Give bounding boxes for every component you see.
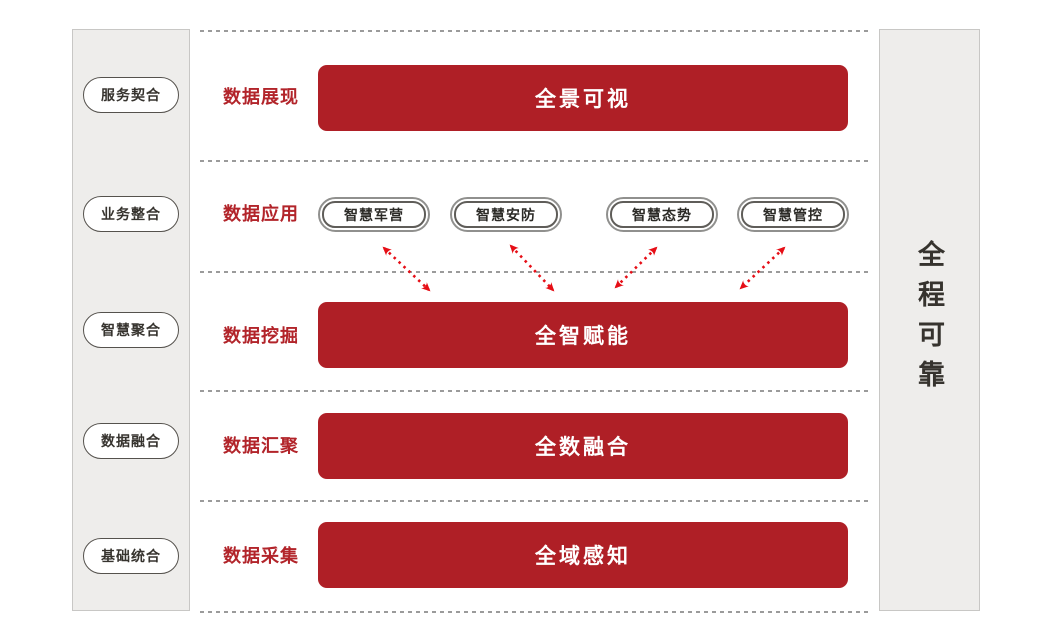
divider-line [200,611,868,613]
bar-full-intelligence: 全智赋能 [318,302,848,368]
app-pill-label: 智慧管控 [741,201,845,228]
right-sidebar: 全程可靠 [879,29,980,611]
side-pill-smart-aggregation: 智慧聚合 [83,312,179,348]
bar-label: 全景可视 [535,88,631,111]
bar-panoramic-visibility: 全景可视 [318,65,848,131]
arrow-situation-to-bar [614,246,658,289]
app-pill-smart-barracks: 智慧军营 [318,197,430,232]
bar-label: 全智赋能 [535,325,631,348]
row-label-data-convergence: 数据汇聚 [223,436,299,456]
arrow-barracks-to-bar [382,246,431,292]
app-pill-label: 智慧军营 [322,201,426,228]
bar-label: 全域感知 [535,545,631,568]
side-pill-basic-unification: 基础统合 [83,538,179,574]
row-label-data-collection: 数据采集 [223,546,299,566]
bar-full-data-fusion: 全数融合 [318,413,848,479]
bar-label: 全数融合 [535,436,631,459]
bar-全域-perception: 全域感知 [318,522,848,588]
app-pill-label: 智慧态势 [610,201,714,228]
row-label-data-display: 数据展现 [223,87,299,107]
app-pill-smart-control: 智慧管控 [737,197,849,232]
side-pill-label: 基础统合 [101,548,161,564]
side-pill-label: 智慧聚合 [101,322,161,338]
side-pill-label: 业务整合 [101,206,161,222]
arrow-control-to-bar [739,246,786,290]
right-sidebar-label: 全程可靠 [914,240,944,400]
side-pill-business-integration: 业务整合 [83,196,179,232]
app-pill-smart-situation: 智慧态势 [606,197,718,232]
app-pill-label: 智慧安防 [454,201,558,228]
app-pill-smart-security: 智慧安防 [450,197,562,232]
divider-line [200,30,868,32]
divider-line [200,390,868,392]
side-pill-service-fit: 服务契合 [83,77,179,113]
divider-line [200,160,868,162]
row-label-data-application: 数据应用 [223,204,299,224]
arrow-security-to-bar [509,244,555,292]
side-pill-label: 服务契合 [101,87,161,103]
side-pill-label: 数据融合 [101,433,161,449]
side-pill-data-fusion: 数据融合 [83,423,179,459]
divider-line [200,500,868,502]
row-label-data-mining: 数据挖掘 [223,326,299,346]
divider-line [200,271,868,273]
